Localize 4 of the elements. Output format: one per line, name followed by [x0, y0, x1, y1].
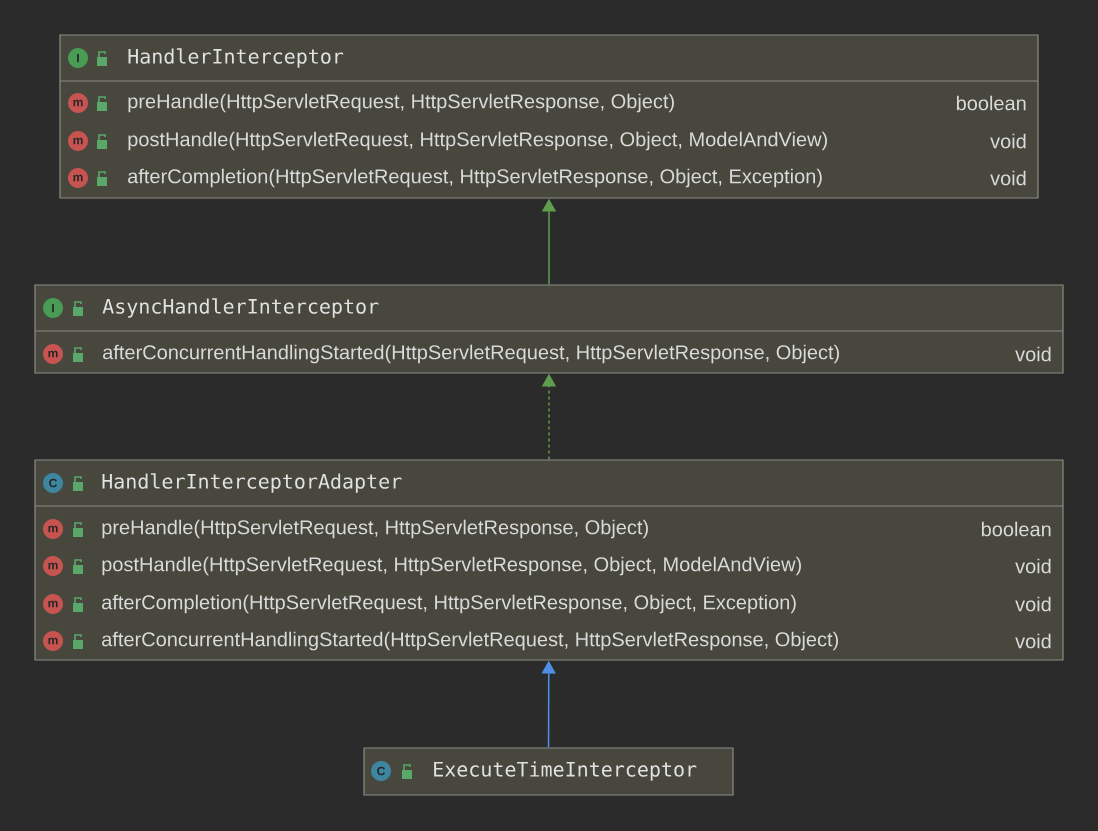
class-box: C HandlerInterceptorAdapter m preHandle(HttpServletRequest, HttpServletResponse, Object) boolean m postHandle(HttpServletRequest, HttpServletResponse, Object, ModelAndView) void m afterCompletion(HttpServletRequest, HttpServletResponse, Object, Exception) void m afterConcurrentHandlingStarted(HttpServletRequest, HttpServletResponse, Object) void [34, 459, 1064, 661]
class-box: I AsyncHandlerInterceptor m afterConcurrentHandlingStarted(HttpServletRequest, HttpServletResponse, Object) void [34, 284, 1064, 374]
class-box: C ExecuteTimeInterceptor [363, 747, 734, 796]
class-box: I HandlerInterceptor m preHandle(HttpServletRequest, HttpServletResponse, Object) boolean m postHandle(HttpServletRequest, HttpServletResponse, Object, ModelAndView) void m afterCompletion(HttpServletRequest, HttpServletResponse, Object, Exception) void [59, 34, 1039, 199]
